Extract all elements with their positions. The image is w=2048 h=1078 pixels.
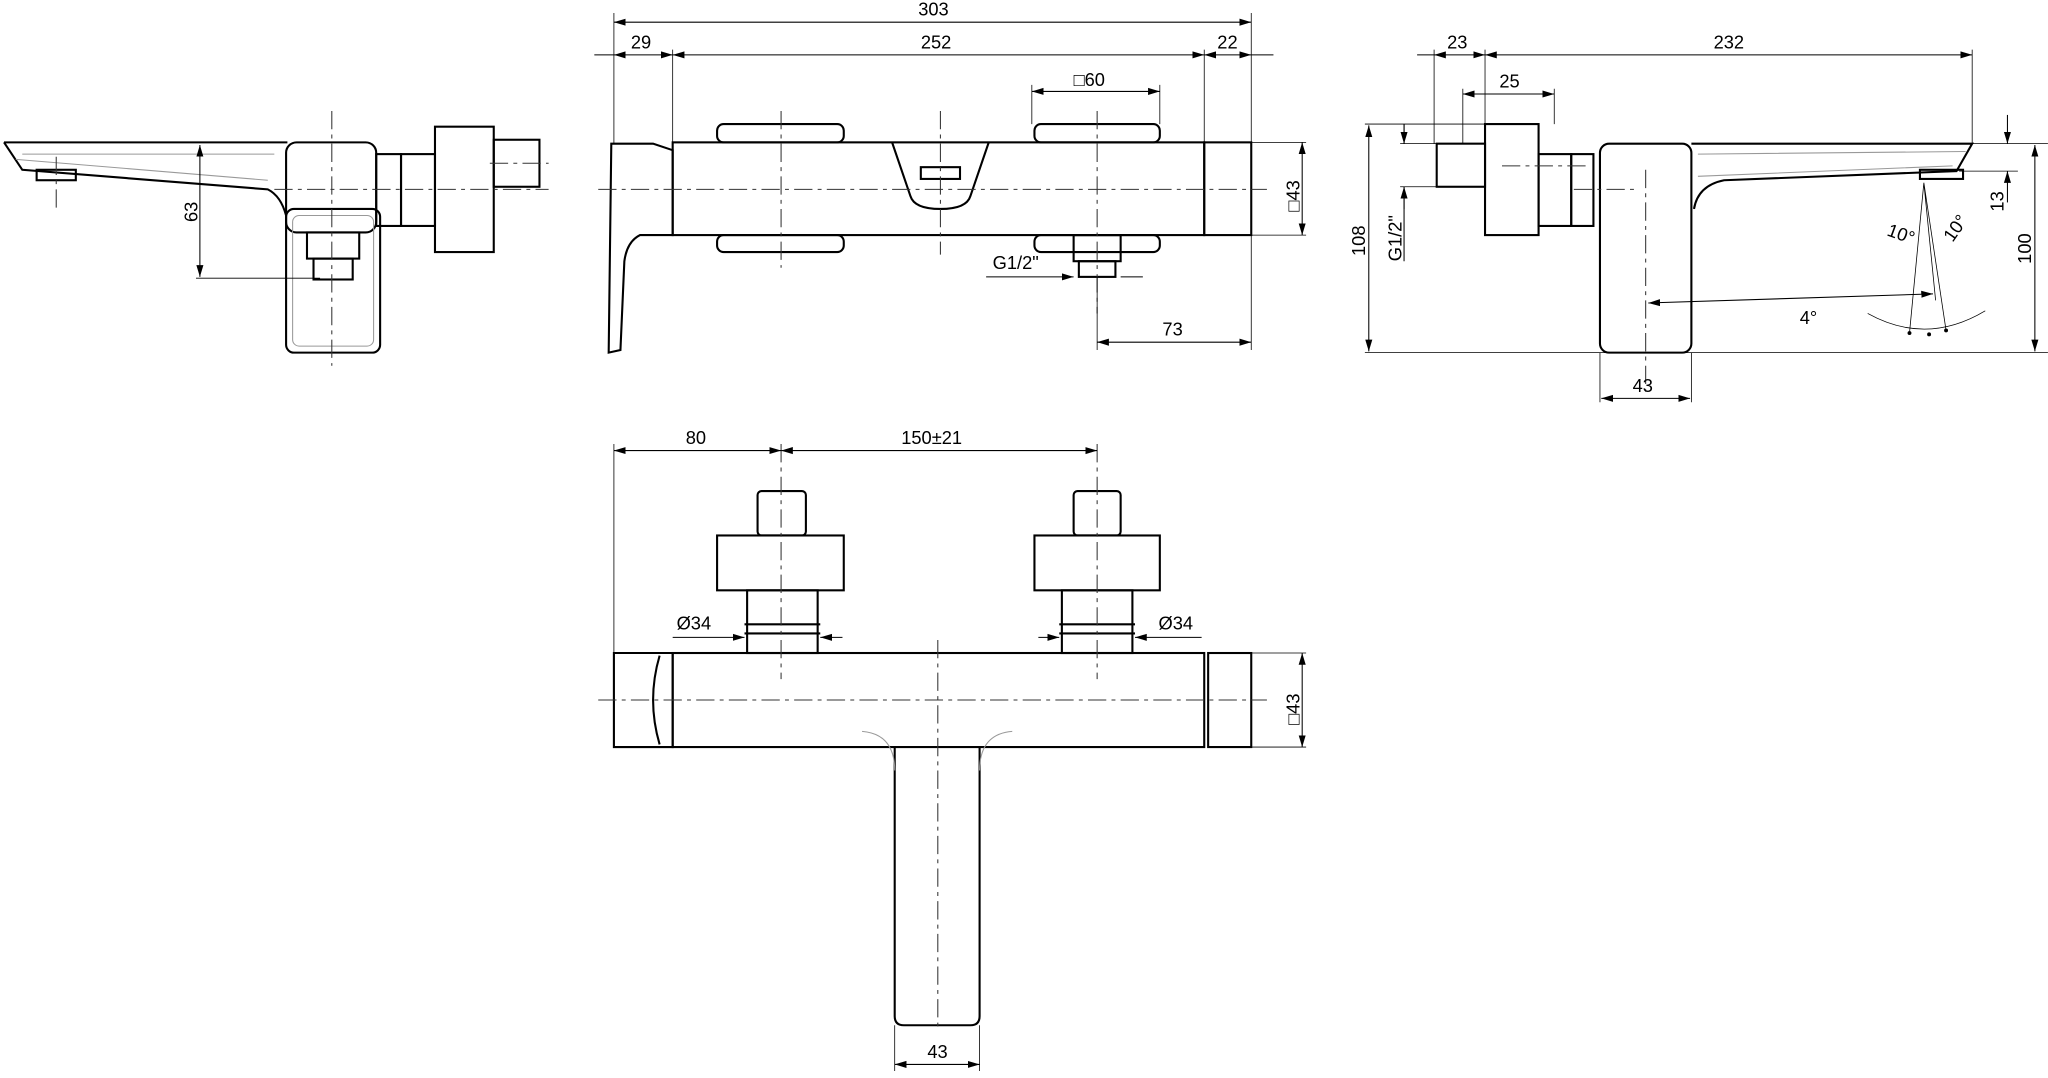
dim-height-63: 63 [180,202,201,222]
front-view-top: 303 29 252 22 □60 □43 G1/2" 73 [594,0,1307,354]
angle-10-left: 10° [1885,219,1918,248]
dim-25: 25 [1499,71,1519,92]
valve-left [716,490,845,655]
dim-thread: G1/2" [1384,215,1405,261]
dim-square-60: □60 [1074,69,1105,90]
dim-22: 22 [1217,31,1237,52]
dim-square-43: □43 [1283,693,1304,724]
dim-80: 80 [686,427,706,448]
dim-29: 29 [631,31,651,52]
dim-dia-34-right: Ø34 [1159,613,1194,634]
dim-150-21: 150±21 [901,427,962,448]
front-view-bottom: 80 150±21 Ø34 Ø34 □43 43 [598,427,1307,1071]
side-view-left: 63 [3,111,549,366]
dim-13: 13 [1987,191,2008,211]
dim-232: 232 [1714,31,1744,52]
angle-10-right: 10° [1939,211,1972,246]
side-view-right: 23 232 25 108 G1/2" 13 100 43 4° 10° 10° [1348,31,2048,403]
dim-73: 73 [1162,319,1182,340]
dim-dia-34-left: Ø34 [677,613,712,634]
dim-square-43: □43 [1283,180,1304,211]
dim-total-303: 303 [918,0,948,20]
dim-100: 100 [2014,233,2035,263]
angle-4: 4° [1800,307,1817,328]
dim-43-stem: 43 [927,1041,947,1062]
dim-252: 252 [921,31,951,52]
dim-thread: G1/2" [993,252,1039,273]
dim-108: 108 [1348,225,1369,255]
dim-23: 23 [1447,31,1467,52]
dim-43: 43 [1633,375,1653,396]
